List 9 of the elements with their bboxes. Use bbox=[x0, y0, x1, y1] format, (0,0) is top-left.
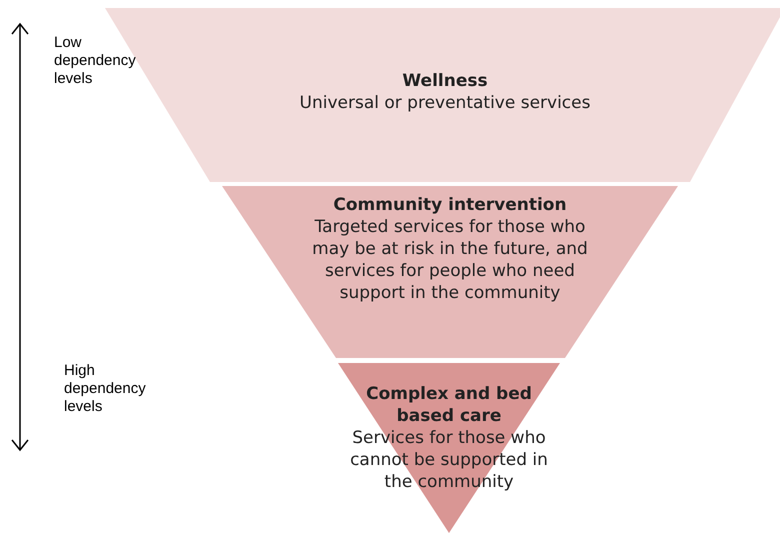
tier-description: Targeted services for those who may be at risk in the future, and services for people who need support in the community bbox=[311, 216, 589, 304]
tier-heading: Wellness bbox=[401, 70, 489, 92]
pyramid-tier bbox=[338, 363, 560, 533]
tier-heading: Complex and bed based care bbox=[365, 383, 533, 427]
axis-label: High dependency levels bbox=[64, 362, 147, 416]
pyramid-tier bbox=[222, 186, 678, 358]
tier-heading: Community intervention bbox=[332, 194, 568, 216]
tier-description: Universal or preventative services bbox=[298, 92, 592, 114]
axis-label: Low dependency levels bbox=[54, 34, 137, 88]
